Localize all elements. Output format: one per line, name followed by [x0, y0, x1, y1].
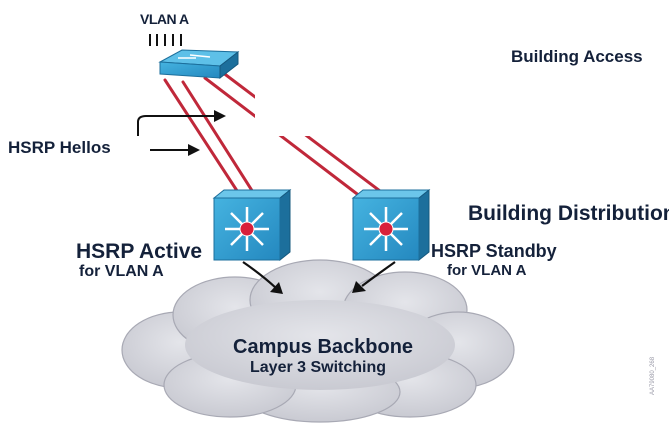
building-distribution-label: Building Distribution — [468, 202, 669, 225]
network-links — [163, 70, 394, 202]
uplink-arrows — [242, 261, 396, 294]
access-switch-icon — [149, 34, 240, 80]
hsrp-standby-label: HSRP Standby — [431, 241, 557, 261]
vlan-label: VLAN A — [140, 11, 189, 27]
access-uplink-left-inner — [181, 80, 260, 202]
campus-backbone-cloud-icon — [121, 259, 515, 423]
access-uplink-right-inner — [203, 76, 367, 202]
distribution-switch-active-icon — [212, 188, 292, 262]
access-uplink-left-outer — [163, 78, 245, 202]
hsrp-active-label: HSRP Active — [76, 240, 203, 263]
figure-id-watermark: AA79080_268 — [650, 356, 656, 395]
campus-backbone-label: Campus Backbone — [233, 336, 414, 358]
hsrp-standby-vlan-label: for VLAN A — [447, 262, 527, 279]
hsrp-hellos-arrows — [137, 110, 226, 156]
hsrp-hellos-label: HSRP Hellos — [8, 138, 111, 157]
layer3-switching-label: Layer 3 Switching — [250, 359, 387, 376]
hsrp-active-vlan-label: for VLAN A — [79, 263, 164, 280]
distribution-switch-standby-icon — [351, 188, 431, 262]
building-access-label: Building Access — [511, 47, 643, 66]
